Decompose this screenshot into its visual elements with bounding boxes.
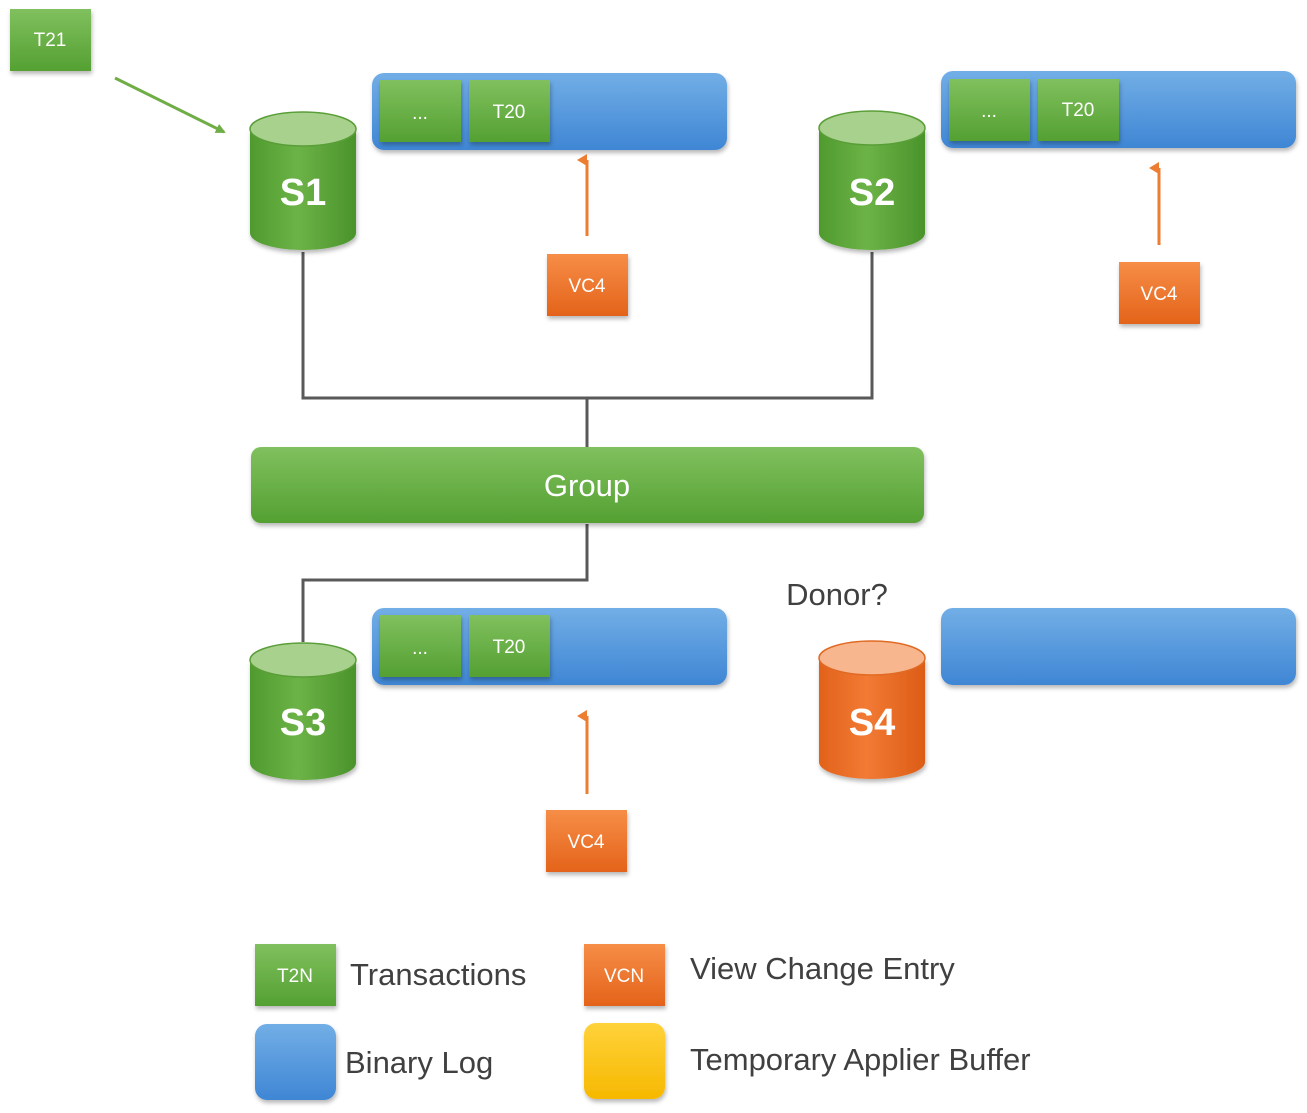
s1-binlog-entry (380, 80, 461, 142)
s2-database-cylinder: S2 (818, 110, 926, 250)
incoming-transaction-label: T21 (34, 30, 67, 51)
s2-binlog-entry-label: ... (981, 101, 997, 122)
s3-view-change-label: VC4 (568, 832, 605, 853)
s4-database-cylinder: S4 (818, 640, 926, 779)
legend-transactions-label: Transactions (350, 957, 526, 992)
s3-binlog-entry-label: T20 (493, 637, 526, 658)
s3-binlog: ... T20 (372, 608, 727, 685)
legend-applier-buffer: Temporary Applier Buffer (584, 1023, 1031, 1099)
legend-applier-buffer-swatch (584, 1023, 665, 1099)
s2-view-change: VC4 (1119, 262, 1200, 324)
legend-transactions: T2N Transactions (255, 944, 526, 1006)
incoming-transaction: T21 (10, 9, 91, 71)
s4-label: S4 (849, 702, 895, 744)
s2-binlog-entry (1038, 79, 1119, 141)
group-bar: Group (251, 447, 924, 523)
s1-binlog-entry-label: T20 (493, 102, 526, 123)
s1-binlog-entry (469, 80, 550, 142)
group-connectors (301, 252, 874, 642)
s1-view-change: VC4 (547, 254, 628, 316)
s1-database-cylinder: S1 (249, 111, 357, 250)
s3-database-cylinder: S3 (249, 642, 357, 780)
s1-binlog: ... T20 (372, 73, 727, 150)
s3-binlog-entry (469, 615, 550, 677)
s2-view-change-label: VC4 (1141, 284, 1178, 305)
legend-view-change-swatch (584, 944, 665, 1006)
s1-binlog-entry-label: ... (412, 103, 428, 124)
s1-to-group-line (301, 252, 587, 400)
s2-binlog: ... T20 (941, 71, 1296, 148)
s4-binlog (941, 608, 1296, 685)
group-label: Group (544, 468, 630, 503)
legend-binary-log: Binary Log (255, 1024, 493, 1100)
s1-view-change-label: VC4 (569, 276, 606, 297)
group-to-s3-line (301, 524, 589, 642)
legend-transactions-swatch (255, 944, 336, 1006)
incoming-transaction-arrow (114, 76, 226, 134)
s1-label: S1 (280, 172, 326, 214)
s3-label: S3 (280, 702, 326, 744)
s2-label: S2 (849, 172, 895, 214)
donor-question-label: Donor? (786, 577, 888, 612)
legend-transactions-swatch-label: T2N (277, 966, 313, 987)
s3-view-change: VC4 (546, 810, 627, 872)
legend: T2N Transactions VCN View Change Entry B… (255, 944, 1031, 1100)
legend-binary-log-label: Binary Log (345, 1045, 493, 1080)
s2-to-group-line (587, 252, 874, 400)
s2-binlog-entry (949, 79, 1030, 141)
legend-view-change-label: View Change Entry (690, 951, 955, 986)
legend-view-change-swatch-label: VCN (604, 966, 644, 987)
s3-binlog-entry-label: ... (412, 638, 428, 659)
legend-applier-buffer-label: Temporary Applier Buffer (690, 1042, 1031, 1077)
legend-binary-log-swatch (255, 1024, 336, 1100)
s3-binlog-entry (380, 615, 461, 677)
s2-binlog-entry-label: T20 (1062, 100, 1095, 121)
legend-view-change: VCN View Change Entry (584, 944, 955, 1006)
